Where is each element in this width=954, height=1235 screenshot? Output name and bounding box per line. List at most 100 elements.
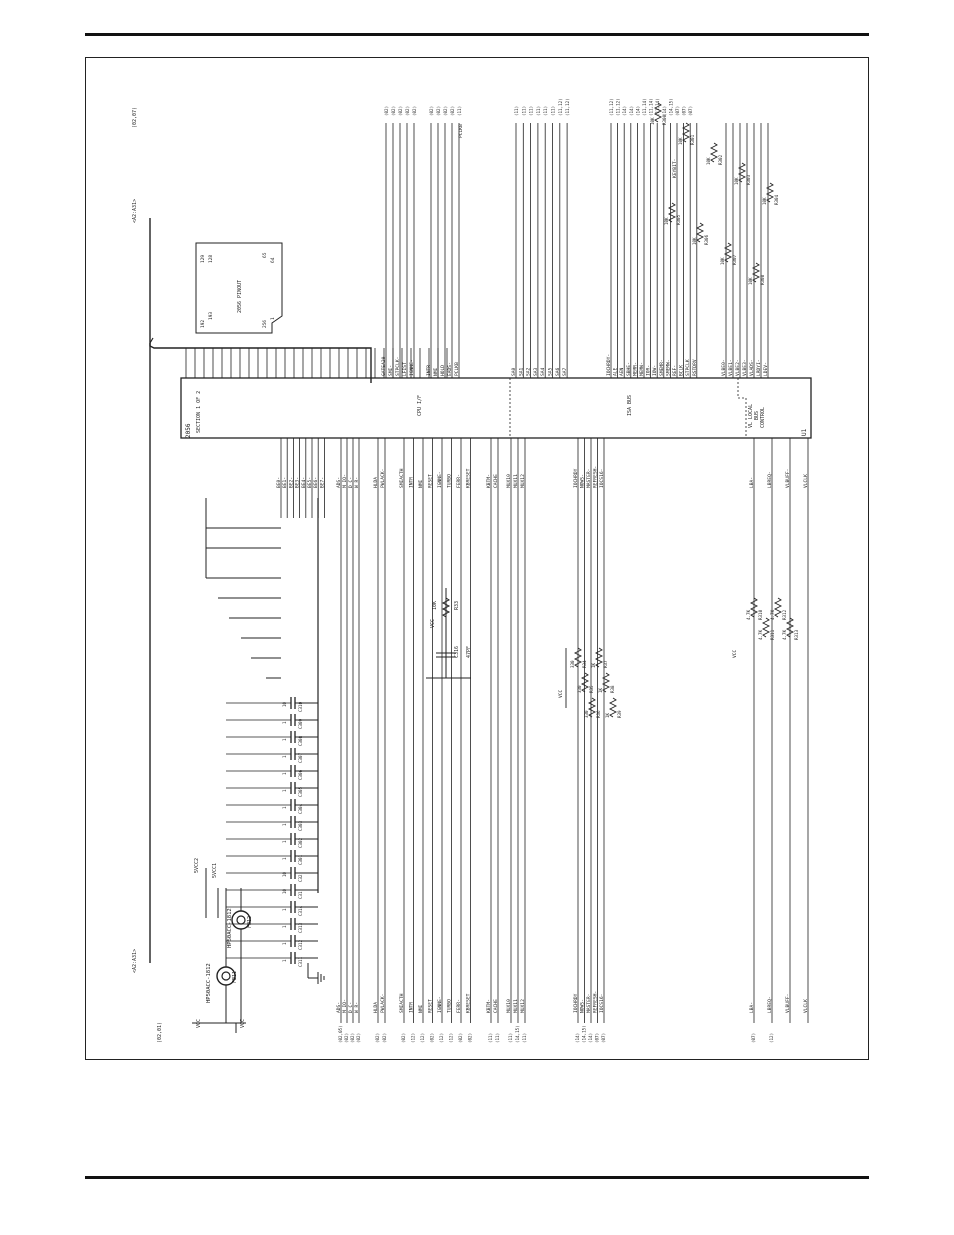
- right-resistor-value: 10K: [706, 157, 711, 165]
- ferrite-fb12-ref: FB12: [247, 916, 253, 928]
- right-net-label: RSTDRV: [692, 359, 698, 376]
- left-ref-label: (07): [601, 1033, 606, 1043]
- offpage-top-right: (02,07): [132, 107, 138, 128]
- left-ref-label: (12): [420, 1033, 425, 1043]
- left-net-label: IOCHRDY: [573, 468, 579, 488]
- right-net-label: LFIST: [402, 362, 408, 376]
- right-ref-label: (02): [391, 106, 396, 116]
- pinout-mid-b: 64: [270, 257, 276, 263]
- left-ref-label: (02): [350, 1033, 355, 1043]
- right-net-label: VLBE2-: [735, 359, 741, 376]
- right-ref-label: (11): [457, 106, 462, 116]
- capacitor-ref: C314: [298, 905, 303, 916]
- left-net-label: MUX12: [520, 474, 526, 488]
- right-ref-label: (14): [662, 106, 667, 116]
- right-ref-label: (02): [443, 106, 448, 116]
- left-net-label: ADS-: [336, 477, 342, 488]
- left-net-label: MUX10: [506, 474, 512, 488]
- right-ref-label: (11,14): [655, 98, 660, 116]
- vl-resistor-ref: R311: [770, 629, 775, 640]
- right-ref-label: (11): [543, 106, 548, 116]
- ferrite-fb12-part: HP50ACC-1812: [227, 908, 233, 948]
- osc-res-val: 10K: [432, 601, 438, 610]
- keybit-label: KEYBIT-: [672, 159, 678, 178]
- right-resistor-value: 10K: [678, 137, 683, 145]
- right-ref-label: (14): [629, 106, 634, 116]
- right-net-label: IOW-: [652, 365, 658, 376]
- pullup-resistor-icon: [695, 222, 705, 243]
- capacitor-ref: C304: [298, 803, 303, 814]
- right-net-label: EADS-: [447, 362, 453, 376]
- left-net-label-end: LBA-: [749, 1002, 755, 1013]
- right-net-label: SA2: [526, 367, 532, 376]
- left-net-label-end: TURBO: [447, 999, 453, 1013]
- capacitor-ref: C312: [298, 939, 303, 950]
- right-net-lines: [385, 123, 769, 378]
- pullup-ref: R37: [603, 660, 608, 668]
- offpage-top-left: <A2:A31>: [132, 199, 138, 223]
- right-ref-label: (14): [622, 106, 627, 116]
- left-net-label: BE2-: [288, 477, 294, 488]
- right-ref-label: (07): [675, 106, 680, 116]
- left-ref-label: (14): [575, 1033, 580, 1043]
- pullup-resistor-icon: [737, 162, 747, 183]
- left-net-label-end: INTR: [409, 1002, 415, 1013]
- vl-resistor-icon: [749, 597, 759, 618]
- left-net-label-end: LBREQ-: [767, 996, 773, 1013]
- chip-designator: U1: [801, 428, 808, 436]
- left-net-label-end: HLDA: [373, 1002, 379, 1013]
- left-net-label: IGNNE-: [437, 471, 443, 488]
- left-net-label-end: SMIACTH: [399, 993, 405, 1013]
- capacitor-value: 10: [282, 701, 287, 707]
- right-resistor-ref: R307: [732, 254, 737, 265]
- right-net-label: GATEA20: [381, 356, 387, 376]
- left-net-label-end: MUX12: [520, 999, 526, 1013]
- left-net-label-end: VLCLK: [803, 999, 809, 1013]
- pullup-value: 1K: [605, 712, 610, 718]
- right-ref-label: (11,12): [616, 98, 621, 116]
- left-net-label-end: ADS-: [336, 1002, 342, 1013]
- pinout-corner-bl: 256: [262, 320, 268, 328]
- right-ref-label: (02): [450, 106, 455, 116]
- left-ref-label: (02): [382, 1033, 387, 1043]
- left-net-label: SMIACTH: [399, 468, 405, 488]
- left-ref-label: (11): [495, 1033, 500, 1043]
- left-ref-label: (02): [430, 1033, 435, 1043]
- pullup-value: 1K: [591, 662, 596, 668]
- address-bus: <A2:A31> (02,07) <A2:A31> (02,01): [132, 107, 372, 1043]
- left-net-label-end: W_R-: [354, 1002, 360, 1013]
- right-net-label: SMEMW-: [665, 359, 671, 376]
- right-net-label: VLBE3-: [742, 359, 748, 376]
- left-net-label: REFRESH-: [593, 466, 599, 488]
- capacitor-value: 1: [282, 721, 287, 724]
- left-net-label: PWLACK-: [380, 469, 386, 488]
- left-ref-label: (02): [458, 1033, 463, 1043]
- left-ref-label: (11): [522, 1033, 527, 1043]
- right-resistor-ref: R306: [704, 234, 709, 245]
- pullup-resistor-icon: [580, 672, 590, 693]
- capacitor-value: 1: [282, 925, 287, 928]
- capacitor-ref: C31: [298, 891, 303, 899]
- pclkb-label: PCLKB: [458, 124, 464, 138]
- right-ref-label: (07): [688, 106, 693, 116]
- left-net-label-end: NOWS-: [580, 999, 586, 1013]
- pullup-ref: R39: [617, 710, 622, 718]
- left-net-label: LBA-: [749, 477, 755, 488]
- right-net-label: SA4: [540, 367, 546, 376]
- right-net-label: SA3: [533, 367, 539, 376]
- capacitor-ref: C32: [298, 874, 303, 882]
- vl-vcc: VCC: [732, 649, 738, 658]
- left-ref-label: (02,05): [338, 1025, 343, 1043]
- left-net-lines: [280, 438, 809, 1023]
- right-net-label: VLBE0-: [721, 359, 727, 376]
- left-ref-label: (12): [449, 1033, 454, 1043]
- right-resistor-ref: R303: [746, 174, 751, 185]
- left-net-label: NMI: [418, 479, 424, 488]
- capacitor-ref: C306: [298, 769, 303, 780]
- right-net-label: SA0: [511, 367, 517, 376]
- bottom-rule: [85, 1176, 869, 1179]
- right-net-label: ALE: [613, 367, 619, 376]
- left-net-label: CACHE: [493, 474, 499, 488]
